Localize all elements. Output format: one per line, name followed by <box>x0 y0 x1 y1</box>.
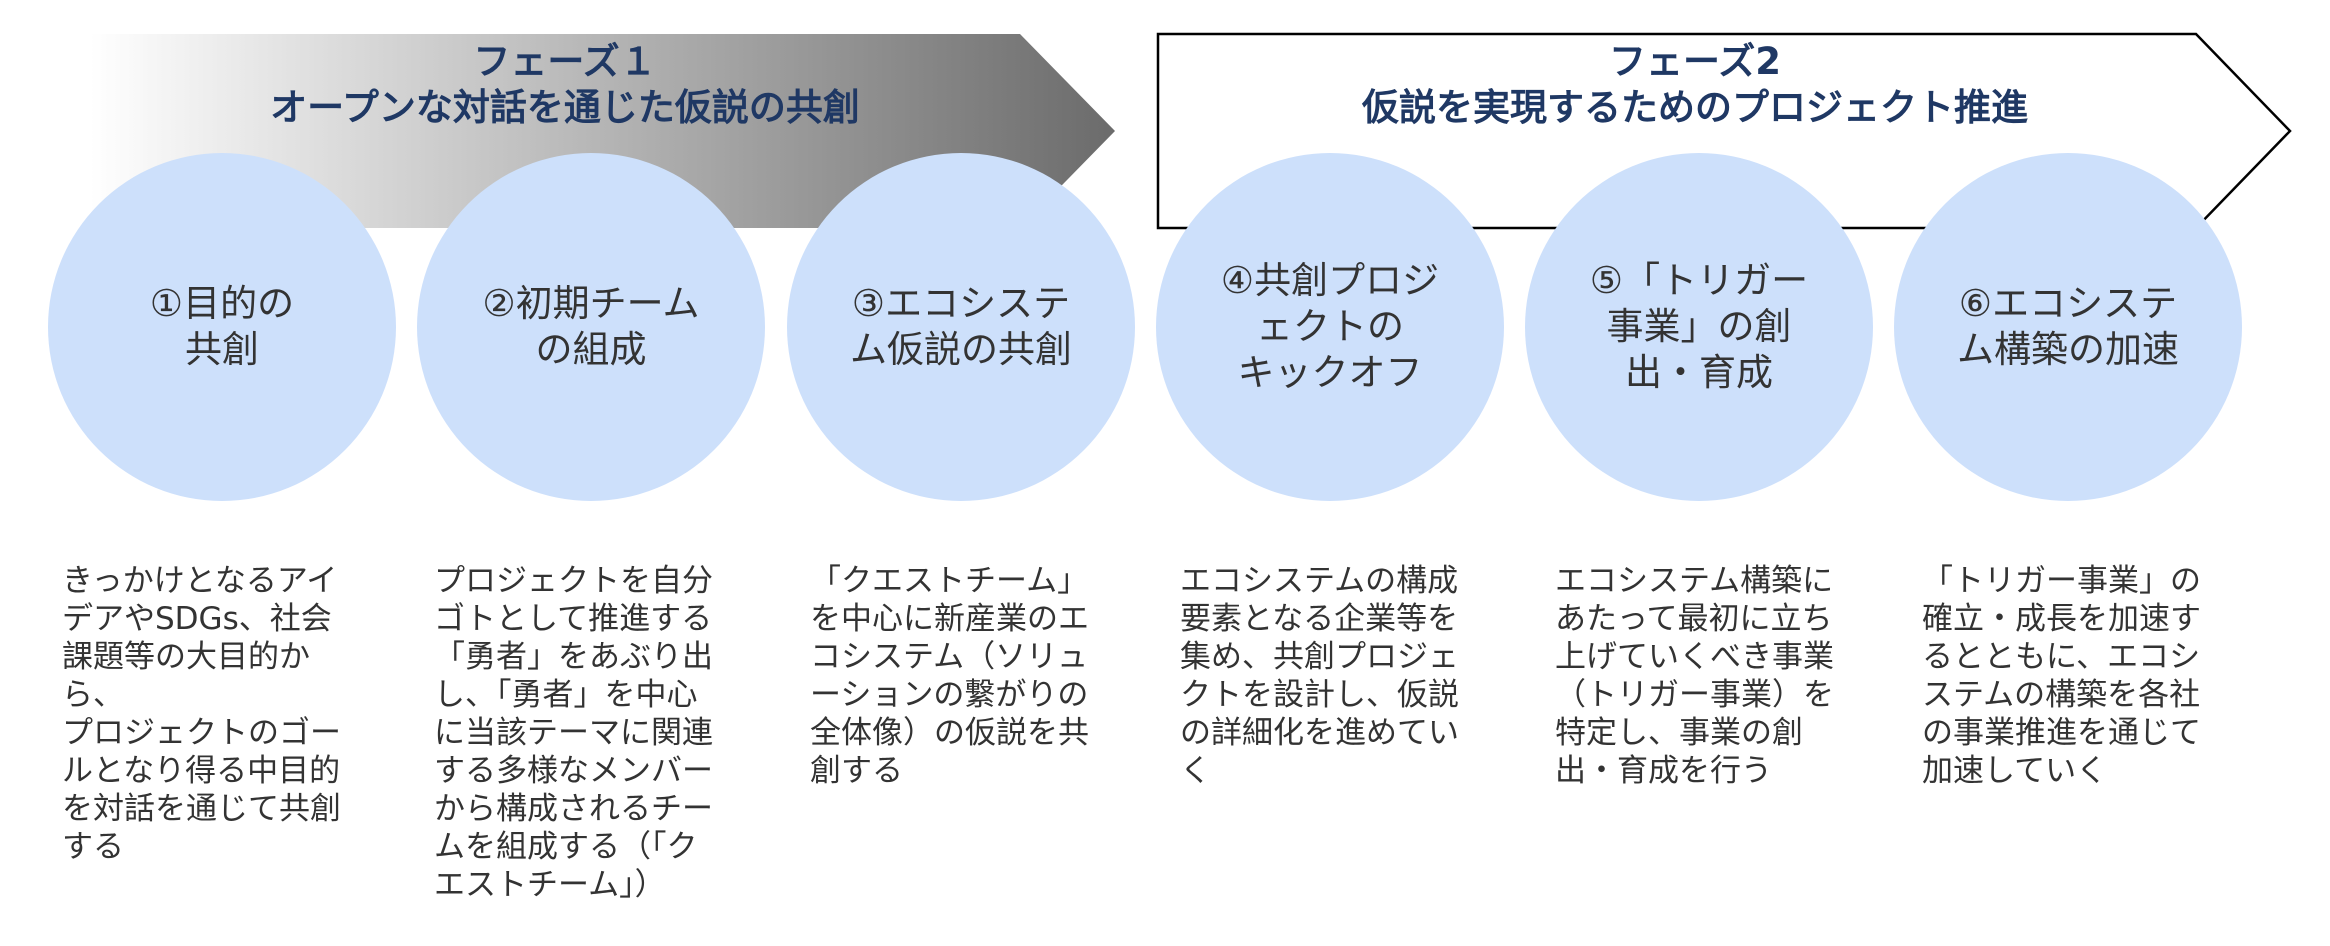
step-5-description: エコシステム構築に あたって最初に立ち 上げていくべき事業 （トリガー事業）を … <box>1555 563 1834 789</box>
step-5-label: ⑤「トリガー 事業」の創 出・育成 <box>1589 259 1809 394</box>
step-2-description: プロジェクトを自分 ゴトとして推進する 「勇者」をあぶり出 し、「勇者」を中心 … <box>434 563 713 903</box>
step-6-label: ⑥エコシステ ム構築の加速 <box>1957 282 2179 371</box>
phase2-title-line2: 仮説を実現するためのプロジェクト推進 <box>1362 86 2028 129</box>
step-3-description: 「クエストチーム」 を中心に新産業のエ コシステム（ソリュ ーションの繋がりの … <box>810 563 1089 789</box>
step-6-circle: ⑥エコシステ ム構築の加速 <box>1894 153 2242 501</box>
phase1-arrow <box>90 34 1115 228</box>
step-2-label: ②初期チーム の組成 <box>482 282 700 371</box>
step-1-description: きっかけとなるアイ デアやSDGs、社会 課題等の大目的から、 プロジェクトのゴ… <box>62 563 341 865</box>
step-4-label: ④共創プロジ ェクトの キックオフ <box>1220 259 1440 394</box>
phase1-title: フェーズ１ オープンな対話を通じた仮説の共創 <box>230 39 900 131</box>
step-4-circle: ④共創プロジ ェクトの キックオフ <box>1156 153 1504 501</box>
phase2-title-line1: フェーズ2 <box>1609 40 1781 83</box>
step-6-description: 「トリガー事業」の 確立・成長を加速す るとともに、エコシ ステムの構築を各社 … <box>1922 563 2201 789</box>
step-2-circle: ②初期チーム の組成 <box>417 153 765 501</box>
phase1-title-line2: オープンな対話を通じた仮説の共創 <box>270 86 860 129</box>
step-3-circle: ③エコシステ ム仮説の共創 <box>787 153 1135 501</box>
step-1-label: ①目的の 共創 <box>149 282 295 371</box>
phase2-title: フェーズ2 仮説を実現するためのプロジェクト推進 <box>1310 39 2080 131</box>
step-4-description: エコシステムの構成 要素となる企業等を 集め、共創プロジェ クトを設計し、仮説 … <box>1180 563 1459 789</box>
step-3-label: ③エコシステ ム仮説の共創 <box>850 282 1072 371</box>
phase1-title-line1: フェーズ１ <box>473 40 657 83</box>
step-1-circle: ①目的の 共創 <box>48 153 396 501</box>
step-5-circle: ⑤「トリガー 事業」の創 出・育成 <box>1525 153 1873 501</box>
